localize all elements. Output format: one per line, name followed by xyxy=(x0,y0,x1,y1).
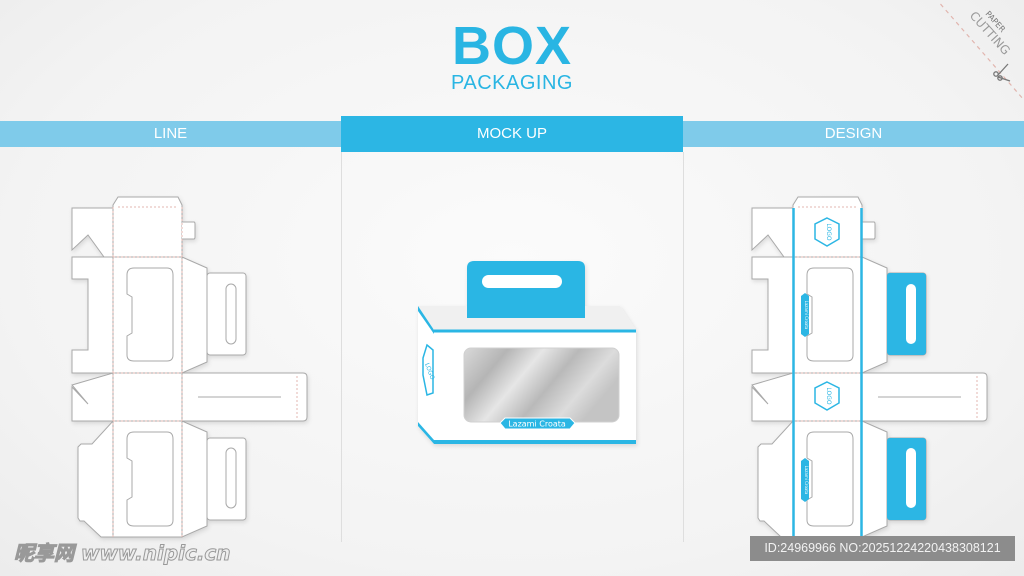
brand-badge xyxy=(499,417,576,430)
page-subtitle: PACKAGING xyxy=(451,72,573,94)
box-handle xyxy=(467,261,585,318)
brand-badge: Lazami Croata xyxy=(801,293,809,337)
section-label-design: DESIGN xyxy=(824,125,883,142)
svg-text:Lazami Croata: Lazami Croata xyxy=(804,466,809,495)
scissors-icon xyxy=(993,63,1011,82)
box-mockup: LOGO Lazami Croata xyxy=(418,261,636,444)
watermark-site: 昵享网 www.nipic.cn xyxy=(14,541,232,566)
svg-text:LOGO: LOGO xyxy=(825,223,832,241)
box-side xyxy=(418,306,434,444)
brand-badge: Lazami Croata xyxy=(801,458,809,502)
window xyxy=(463,347,620,423)
mockup-tab-highlight xyxy=(341,116,683,152)
section-label-line: LINE xyxy=(153,125,188,142)
divider-right xyxy=(683,152,684,542)
section-label-mockup: MOCK UP xyxy=(476,125,547,142)
divider-left xyxy=(341,152,342,542)
logo-hexagon: LOGO xyxy=(814,381,840,411)
svg-text:Lazami Croata: Lazami Croata xyxy=(804,301,809,330)
watermark-id: ID:24969966 NO:20251224220438308121 xyxy=(750,536,1015,561)
logo-hexagon xyxy=(422,343,434,396)
box-lid xyxy=(418,306,636,330)
logo-hexagon: LOGO xyxy=(814,217,840,247)
dieline-design-view: LOGO LOGO Lazami Croata Lazami Croata xyxy=(751,196,988,538)
paper-cutting-badge: PAPER CUTTING xyxy=(940,2,1024,100)
svg-text:LOGO: LOGO xyxy=(825,387,832,405)
dieline-line-view xyxy=(71,196,308,538)
svg-text:Lazami Croata: Lazami Croata xyxy=(508,420,566,429)
page-title: BOX xyxy=(451,16,573,76)
handle-slot xyxy=(482,275,562,288)
